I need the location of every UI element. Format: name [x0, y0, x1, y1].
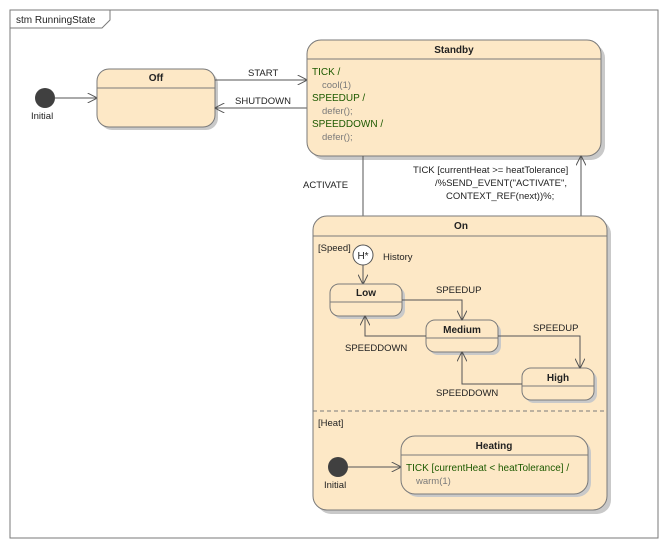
- region-speed-label: [Speed]: [318, 243, 351, 254]
- state-standby-title: Standby: [434, 45, 474, 56]
- state-medium[interactable]: Medium: [425, 319, 501, 355]
- state-low[interactable]: Low: [329, 283, 405, 319]
- state-heating-title: Heating: [476, 441, 513, 452]
- speeddown-label-2: SPEEDDOWN: [436, 388, 498, 399]
- state-heating[interactable]: Heating TICK [currentHeat < heatToleranc…: [400, 435, 591, 497]
- state-on-title: On: [454, 221, 468, 232]
- history-label: History: [383, 252, 413, 263]
- state-medium-title: Medium: [443, 325, 481, 336]
- state-off-title: Off: [149, 73, 164, 84]
- initial-node[interactable]: [35, 88, 55, 108]
- state-low-title: Low: [356, 288, 376, 299]
- transition-speedup-low-medium[interactable]: [402, 299, 462, 320]
- transition-tick-label-line2: /%SEND_EVENT("ACTIVATE",: [435, 178, 567, 189]
- heating-behavior-trigger: TICK [currentHeat < heatTolerance] /: [406, 463, 569, 474]
- frame-label: stm RunningState: [16, 15, 96, 26]
- speedup-label-2: SPEEDUP: [533, 323, 578, 334]
- standby-behavior-action: defer();: [322, 106, 353, 117]
- speedup-label-1: SPEEDUP: [436, 285, 481, 296]
- standby-behavior-action: cool(1): [322, 80, 351, 91]
- state-off[interactable]: Off: [96, 68, 218, 130]
- history-symbol: H*: [357, 251, 368, 262]
- transition-activate-label: ACTIVATE: [303, 180, 348, 191]
- transition-tick-label-line3: CONTEXT_REF(next))%;: [446, 191, 554, 202]
- transition-speeddown-medium-low[interactable]: [365, 316, 426, 337]
- state-standby[interactable]: Standby TICK / cool(1) SPEEDUP / defer()…: [306, 39, 605, 160]
- initial-label-heat: Initial: [324, 480, 346, 491]
- heating-behavior-action: warm(1): [415, 476, 451, 487]
- transition-speeddown-high-medium[interactable]: [462, 352, 522, 385]
- transition-shutdown-label: SHUTDOWN: [235, 96, 291, 107]
- standby-behavior-action: defer();: [322, 132, 353, 143]
- standby-behavior-trigger: TICK /: [312, 67, 341, 78]
- history-node[interactable]: H*: [352, 244, 374, 266]
- transition-tick-label-line1: TICK [currentHeat >= heatTolerance]: [413, 165, 568, 176]
- region-heat-label: [Heat]: [318, 418, 343, 429]
- state-high-title: High: [547, 373, 569, 384]
- initial-label: Initial: [31, 111, 53, 122]
- transition-speedup-medium-high[interactable]: [498, 335, 580, 368]
- standby-behavior-trigger: SPEEDUP /: [312, 93, 365, 104]
- speeddown-label-1: SPEEDDOWN: [345, 343, 407, 354]
- transition-start-label: START: [248, 68, 278, 79]
- state-high[interactable]: High: [521, 367, 597, 403]
- initial-node-heat[interactable]: [328, 457, 348, 477]
- standby-behavior-trigger: SPEEDDOWN /: [312, 119, 383, 130]
